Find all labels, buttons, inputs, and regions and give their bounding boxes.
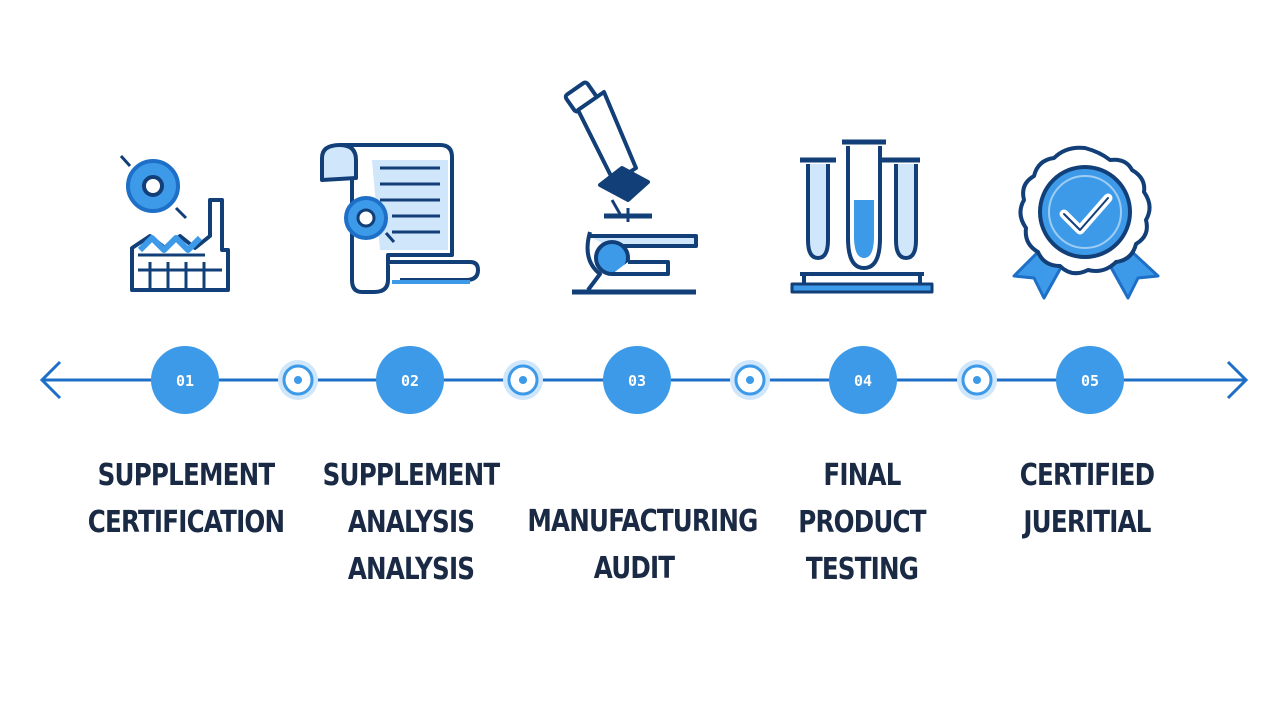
step-label-3: MANUFACTURING AUDIT (527, 498, 758, 592)
arrow-left-icon (39, 360, 62, 400)
connector-dot (730, 360, 770, 400)
arrow-right-icon (1226, 360, 1249, 400)
label-line: CERTIFICATION (87, 505, 285, 540)
certified-badge-icon (1012, 145, 1160, 300)
label-line: TESTING (805, 552, 919, 587)
label-line: MANUFACTURING (527, 504, 758, 539)
label-line: FINAL (823, 458, 901, 493)
factory-icon (119, 154, 230, 292)
label-line: AUDIT (593, 551, 675, 586)
microscope-icon (563, 80, 698, 295)
document-seal-icon (320, 143, 480, 294)
step-label-2: SUPPLEMENT ANALYSIS ANALYSIS (304, 452, 517, 593)
connector-dots (278, 360, 997, 400)
step-node-1: 01 (151, 346, 219, 414)
step-number: 01 (176, 372, 194, 390)
step-node-4: 04 (829, 346, 897, 414)
step-label-4: FINAL PRODUCT TESTING (755, 452, 968, 593)
step-number: 05 (1081, 372, 1099, 390)
step-node-5: 05 (1056, 346, 1124, 414)
label-line: SUPPLEMENT (322, 458, 501, 493)
label-line: PRODUCT (798, 505, 926, 540)
step-number: 02 (401, 372, 419, 390)
label-line: ANALYSIS (347, 552, 475, 587)
step-number: 04 (854, 372, 872, 390)
step-number: 03 (628, 372, 646, 390)
connector-dot (957, 360, 997, 400)
step-node-3: 03 (603, 346, 671, 414)
label-line: SUPPLEMENT (97, 458, 276, 493)
label-line: JUERITIAL (1023, 505, 1151, 540)
connector-dot (503, 360, 543, 400)
step-label-5: CERTIFIED JUERITIAL (980, 452, 1193, 546)
label-line: ANALYSIS (347, 505, 475, 540)
connector-dot (278, 360, 318, 400)
test-tubes-icon (790, 139, 934, 294)
step-node-2: 02 (376, 346, 444, 414)
step-label-1: SUPPLEMENT CERTIFICATION (79, 452, 292, 546)
label-line: CERTIFIED (1019, 458, 1155, 493)
